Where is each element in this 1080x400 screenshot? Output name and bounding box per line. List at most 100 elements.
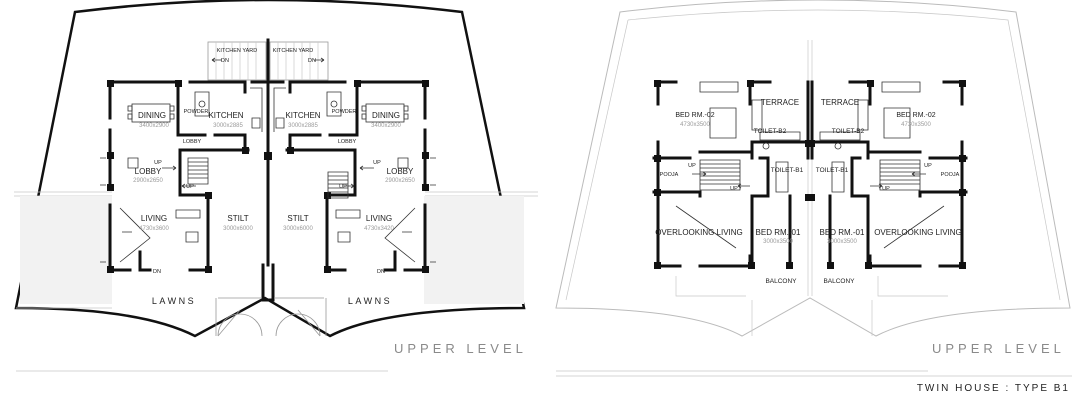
label-dn-entry-left: DN xyxy=(153,269,161,275)
stairs-left xyxy=(187,157,209,185)
dim-lobby-left: 2900x2650 xyxy=(133,178,163,184)
label-up-3: UP xyxy=(373,160,381,166)
label-dn-yard-right: DN xyxy=(308,58,316,64)
label-lobby-right: LOBBY xyxy=(387,167,414,176)
label-living-left: LIVING xyxy=(141,214,167,223)
label-up-1: UP xyxy=(154,160,162,166)
label-pooja-right: POOJA xyxy=(941,172,960,178)
dim-bed-rm-02-left: 4730x3500 xyxy=(680,122,710,128)
label-overlooking-living-left: OVERLOOKING LIVING xyxy=(655,228,743,237)
label-bed-rm-02-left: BED RM.-02 xyxy=(675,112,714,119)
wc-right xyxy=(330,100,338,108)
label-kitchen-yard-left: KITCHEN YARD xyxy=(217,48,257,54)
label-bed-rm-01-right: BED RM.-01 xyxy=(820,228,865,237)
left-room-labels: KITCHEN YARD KITCHEN YARD DN DN DINING D… xyxy=(135,48,414,306)
label-toilet-b1-right: TOILET-B1 xyxy=(816,167,849,174)
dim-dining-left: 3400x2900 xyxy=(139,123,169,129)
label-up-r2: UP xyxy=(730,186,738,192)
label-balcony-left: BALCONY xyxy=(765,278,797,285)
label-terrace-right: TERRACE xyxy=(821,98,859,107)
label-dn-entry-right: DN xyxy=(377,269,385,275)
left-level-title: UPPER LEVEL xyxy=(394,341,527,356)
right-terrace-outline xyxy=(675,276,948,336)
right-level-title: UPPER LEVEL xyxy=(932,341,1065,356)
dining-table-left xyxy=(127,103,175,123)
toilet-b2-left-wc xyxy=(762,142,770,150)
label-lobby-upper-right: LOBBY xyxy=(338,139,357,145)
right-arrows xyxy=(692,171,926,189)
party-wall xyxy=(261,38,275,302)
label-up-4: UP xyxy=(339,184,347,190)
label-kitchen-right: KITCHEN xyxy=(285,111,320,120)
stair-arrows xyxy=(162,57,374,189)
powder-rooms xyxy=(194,91,342,117)
left-room-dimensions: 3400x2900 3400x2900 3000x2885 3000x2885 … xyxy=(133,123,415,232)
right-room-dimensions: 4730x3500 4730x3500 3000x3500 3000x3500 xyxy=(680,122,931,245)
label-toilet-b1-left: TOILET-B1 xyxy=(771,167,804,174)
living-furniture-right xyxy=(335,207,416,263)
dim-living-left: 4730x3600 xyxy=(139,226,169,232)
entry-gates xyxy=(215,297,327,336)
wc-left xyxy=(198,100,206,108)
right-fixtures xyxy=(675,81,945,249)
label-powder-right: POWDER xyxy=(332,109,357,115)
left-floor-plan xyxy=(14,0,538,338)
structural-columns xyxy=(107,80,429,273)
right-lawn-hatch xyxy=(424,196,524,304)
footer-title: TWIN HOUSE : TYPE B1 xyxy=(917,383,1070,394)
dim-stilt-left: 3000x6000 xyxy=(223,226,253,232)
label-toilet-b2-right: TOILET-B2 xyxy=(832,128,865,135)
kitchen-yard-left xyxy=(207,41,267,81)
label-up-r3: UP xyxy=(924,163,932,169)
label-terrace-left: TERRACE xyxy=(761,98,799,107)
label-lawns-left: LAWNS xyxy=(152,296,196,306)
kitchen-yard-grid xyxy=(215,42,319,80)
label-up-2: UP xyxy=(186,184,194,190)
right-columns xyxy=(654,80,966,269)
label-overlooking-living-right: OVERLOOKING LIVING xyxy=(874,228,962,237)
left-lawn-hatch xyxy=(20,196,112,304)
dim-bed-rm-01-right: 3000x3500 xyxy=(827,239,857,245)
label-pooja-left: POOJA xyxy=(660,172,679,178)
dim-kitchen-right: 3000x2885 xyxy=(288,123,318,129)
label-dn-yard-left: DN xyxy=(221,58,229,64)
kitchen-counters xyxy=(250,87,286,132)
right-floor-plan xyxy=(555,0,1071,337)
dim-bed-rm-01-left: 3000x3500 xyxy=(763,239,793,245)
toilet-b2-right-wc xyxy=(834,142,842,150)
label-stilt-right: STILT xyxy=(287,214,308,223)
dim-stilt-right: 3000x6000 xyxy=(283,226,313,232)
stairs-right xyxy=(327,171,349,199)
lobby-furniture xyxy=(127,157,409,169)
label-bed-rm-01-left: BED RM.-01 xyxy=(756,228,801,237)
label-up-r4: UP xyxy=(882,186,890,192)
right-site-boundary xyxy=(555,0,1071,337)
label-dining-left: DINING xyxy=(138,111,166,120)
right-site-inner xyxy=(565,9,1061,301)
left-site-boundary xyxy=(14,0,526,338)
right-room-labels: BED RM.-02 BED RM.-02 TERRACE TERRACE TO… xyxy=(655,98,962,285)
label-up-r1: UP xyxy=(688,163,696,169)
label-lobby-upper-left: LOBBY xyxy=(183,139,202,145)
dining-table-right xyxy=(361,103,409,123)
left-lobby-ticks xyxy=(100,157,436,263)
label-powder-left: POWDER xyxy=(184,109,209,115)
label-kitchen-left: KITCHEN xyxy=(208,111,243,120)
label-living-right: LIVING xyxy=(366,214,392,223)
dim-dining-right: 3400x2900 xyxy=(371,123,401,129)
gate-swings xyxy=(217,309,321,337)
label-kitchen-yard-right: KITCHEN YARD xyxy=(273,48,313,54)
label-lobby-left: LOBBY xyxy=(135,167,162,176)
dim-kitchen-left: 3000x2885 xyxy=(213,123,243,129)
dim-living-right: 4730x3420 xyxy=(364,226,394,232)
label-lawns-right: LAWNS xyxy=(348,296,392,306)
label-stilt-left: STILT xyxy=(227,214,248,223)
label-bed-rm-02-right: BED RM.-02 xyxy=(896,112,935,119)
living-furniture-left xyxy=(119,207,201,263)
kitchen-yard-right xyxy=(269,41,329,81)
dim-lobby-right: 2900x2650 xyxy=(385,178,415,184)
dim-bed-rm-02-right: 4730x3500 xyxy=(901,122,931,128)
label-dining-right: DINING xyxy=(372,111,400,120)
label-toilet-b2-left: TOILET-B2 xyxy=(754,128,787,135)
